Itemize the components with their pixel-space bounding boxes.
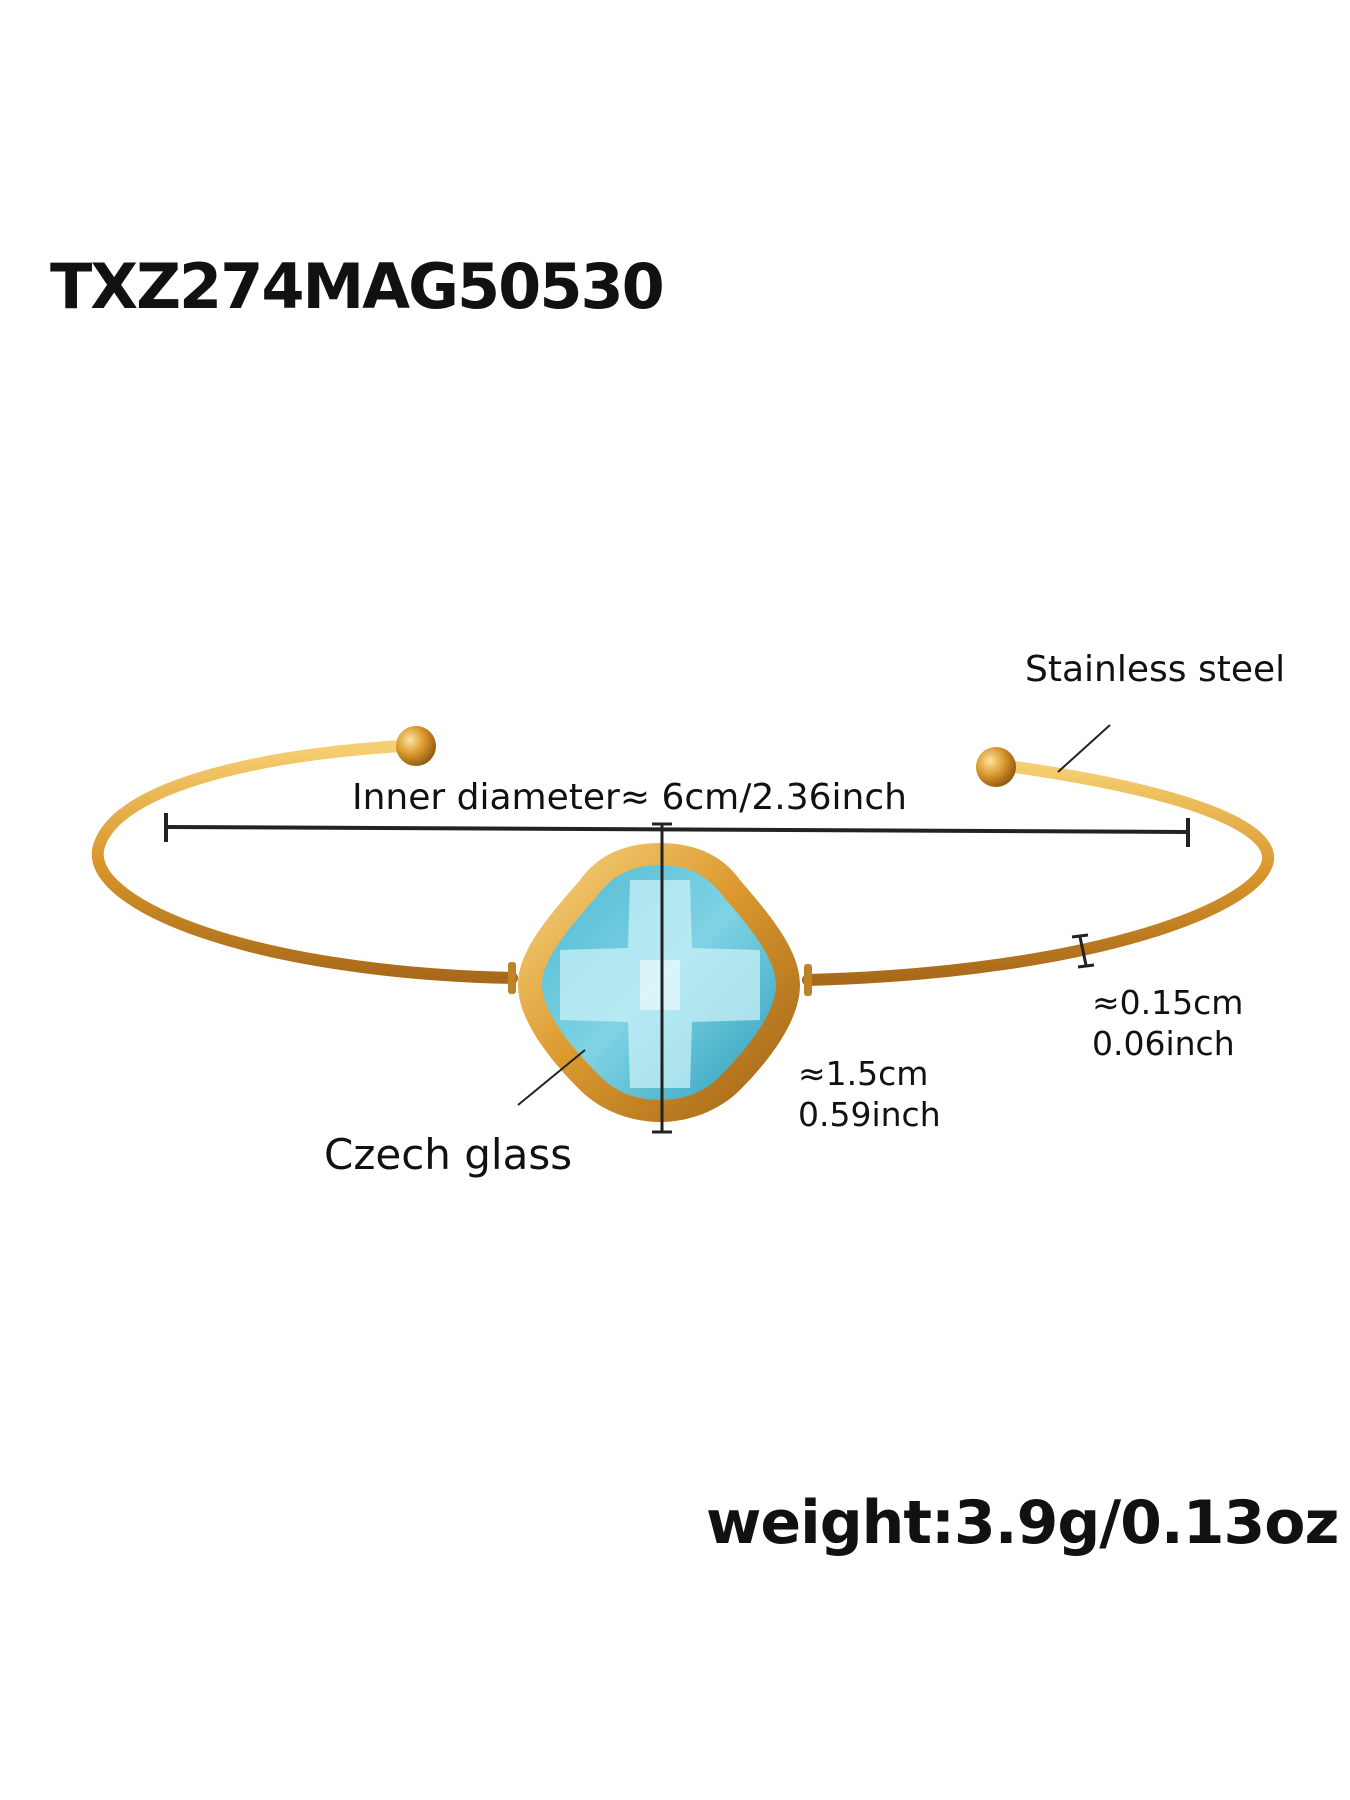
connector-left (508, 962, 516, 994)
bracelet-end-ball-right (976, 747, 1016, 787)
wire-thickness-cm: ≈0.15cm (1092, 983, 1244, 1022)
bracelet-band-right (802, 760, 1275, 986)
stone-size-cm: ≈1.5cm (798, 1054, 929, 1093)
bracelet-end-ball-left (396, 726, 436, 766)
wire-thickness-line (1078, 936, 1088, 966)
stone-size-inch: 0.59inch (798, 1095, 941, 1135)
inner-diameter-label: Inner diameter≈ 6cm/2.36inch (352, 777, 907, 818)
stainless-leader-line (1057, 724, 1111, 773)
band-material-label: Stainless steel (1025, 649, 1286, 690)
stone-facet-center (640, 960, 680, 1010)
stone-material-label: Czech glass (324, 1130, 573, 1179)
connector-right (804, 964, 812, 996)
wire-thickness-inch: 0.06inch (1092, 1024, 1235, 1064)
stone-size-label: ≈1.5cm 0.59inch (798, 1053, 941, 1136)
product-sku: TXZ274MAG50530 (50, 250, 665, 323)
wire-thickness-tick-bottom (1077, 963, 1095, 969)
czech-leader-line (517, 1049, 586, 1106)
product-weight: weight:3.9g/0.13oz (706, 1488, 1339, 1558)
wire-thickness-tick-top (1071, 933, 1089, 939)
wire-thickness-label: ≈0.15cm 0.06inch (1092, 982, 1243, 1065)
inner-diameter-line (165, 825, 1189, 834)
bracelet-band-left (91, 740, 518, 984)
